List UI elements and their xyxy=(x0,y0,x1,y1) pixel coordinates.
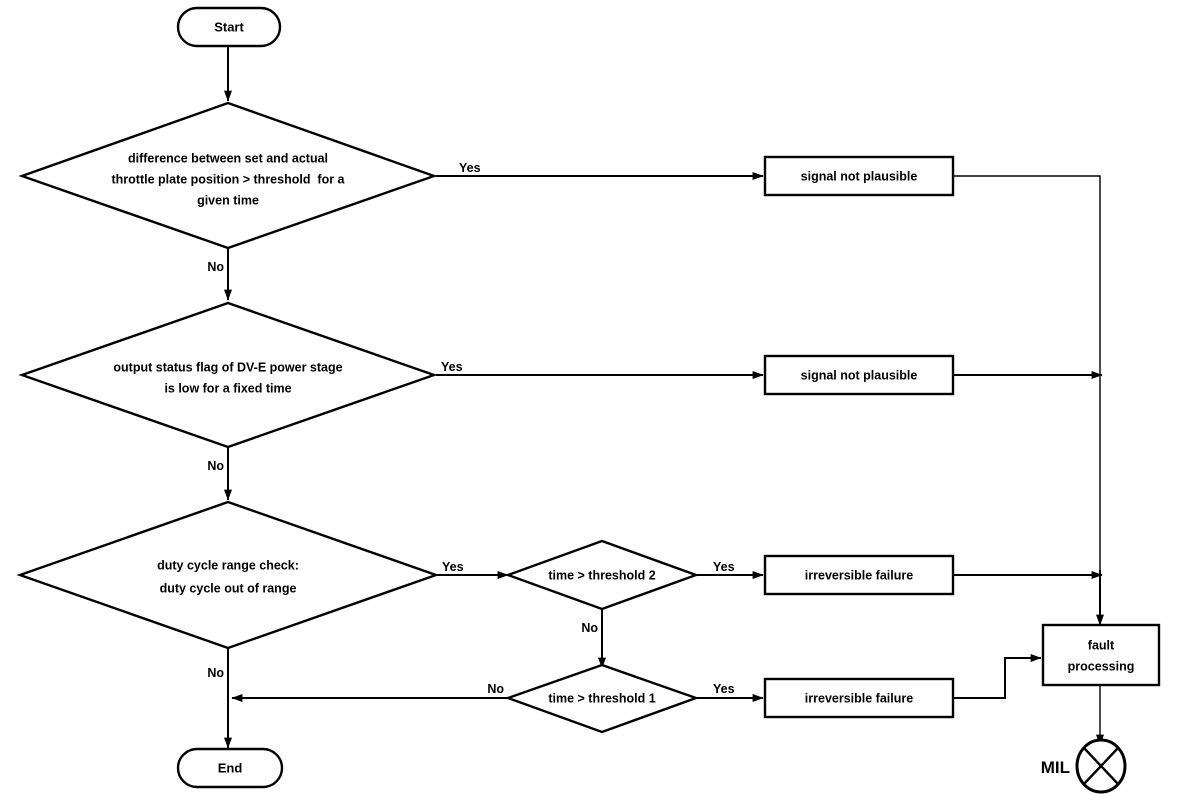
node-process3-label: irreversible failure xyxy=(805,568,913,582)
node-process4-label: irreversible failure xyxy=(805,691,913,705)
connector-process4-to-fault-processing xyxy=(953,654,1042,699)
edge-label-decision2-yes: Yes xyxy=(441,360,463,374)
node-process-fault-processing[interactable]: fault processing xyxy=(1041,623,1161,687)
node-fault-processing-line2: processing xyxy=(1068,659,1135,673)
edge-label-decision3-yes: Yes xyxy=(442,560,464,574)
edge-label-decision2-no: No xyxy=(207,459,224,473)
node-decision-throttle-position[interactable]: difference between set and actual thrott… xyxy=(18,101,438,250)
node-threshold1-label: time > threshold 1 xyxy=(548,691,655,705)
node-decision3-line2: duty cycle out of range xyxy=(160,581,297,595)
node-threshold2-label: time > threshold 2 xyxy=(548,568,655,582)
connector-process1-to-rail xyxy=(953,175,1101,622)
node-process-irreversible-failure-2[interactable]: irreversible failure xyxy=(763,677,955,719)
node-decision1-line2: throttle plate position > threshold for … xyxy=(112,172,346,186)
node-decision-duty-cycle-range[interactable]: duty cycle range check: duty cycle out o… xyxy=(16,500,440,650)
edge-label-threshold2-yes: Yes xyxy=(713,560,735,574)
node-decision-time-threshold-1[interactable]: time > threshold 1 xyxy=(504,663,700,734)
node-process2-label: signal not plausible xyxy=(801,368,918,382)
node-decision2-line1: output status flag of DV-E power stage xyxy=(113,360,342,374)
node-process1-label: signal not plausible xyxy=(801,169,918,183)
node-decision3-line1: duty cycle range check: xyxy=(157,558,299,572)
node-start[interactable]: Start xyxy=(176,6,282,48)
edge-label-decision1-no: No xyxy=(207,260,224,274)
node-end-label: End xyxy=(218,760,243,775)
node-decision1-line1: difference between set and actual xyxy=(128,151,328,165)
node-process-signal-not-plausible-2[interactable]: signal not plausible xyxy=(763,354,955,396)
node-end[interactable]: End xyxy=(176,747,284,789)
edge-label-threshold2-no: No xyxy=(581,621,598,635)
node-decision-power-stage-flag[interactable]: output status flag of DV-E power stage i… xyxy=(18,301,438,449)
node-decision2-line2: is low for a fixed time xyxy=(164,381,291,395)
edge-label-threshold1-no: No xyxy=(487,682,504,696)
edge-label-decision1-yes: Yes xyxy=(459,161,481,175)
node-mil-indicator[interactable]: MIL xyxy=(1041,738,1127,794)
edge-label-threshold1-yes: Yes xyxy=(713,682,735,696)
node-start-label: Start xyxy=(214,19,244,34)
node-fault-processing-line1: fault xyxy=(1088,638,1115,652)
node-decision1-line3: given time xyxy=(197,193,259,207)
node-process-irreversible-failure-1[interactable]: irreversible failure xyxy=(763,554,955,596)
node-process-signal-not-plausible-1[interactable]: signal not plausible xyxy=(763,155,955,197)
mil-label: MIL xyxy=(1041,758,1070,777)
node-decision-time-threshold-2[interactable]: time > threshold 2 xyxy=(504,539,700,611)
edge-label-decision3-no: No xyxy=(207,666,224,680)
